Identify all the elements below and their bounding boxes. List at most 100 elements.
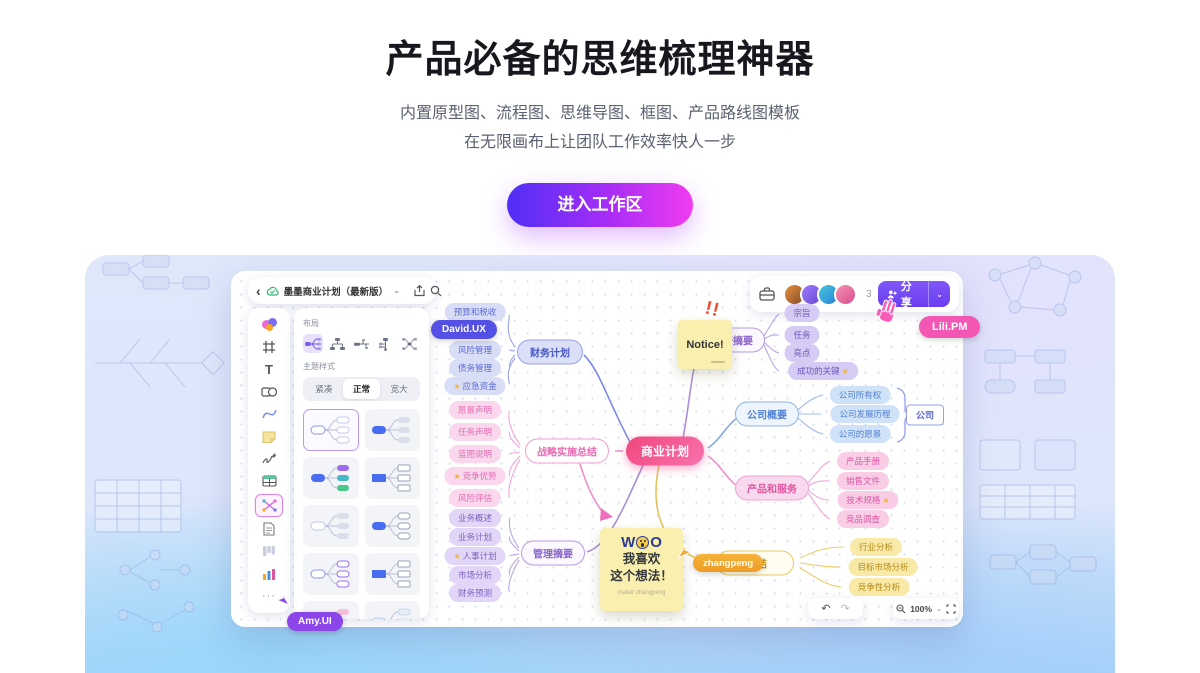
undo-button[interactable]: ↶ bbox=[821, 603, 831, 615]
theme-thumbnail[interactable] bbox=[303, 409, 359, 451]
text-tool[interactable]: T bbox=[265, 362, 273, 378]
theme-section-label: 主题样式 bbox=[303, 362, 335, 371]
mindmap-node[interactable]: 愿景声明 bbox=[448, 401, 502, 419]
layout-timeline-option[interactable] bbox=[351, 334, 371, 353]
avatar[interactable] bbox=[834, 282, 857, 306]
mindmap-node[interactable]: 财务计划 bbox=[517, 339, 583, 365]
mindmap-node[interactable]: 蓝图说明 bbox=[448, 445, 502, 463]
mindmap-node[interactable]: 公司发展历程 bbox=[830, 405, 900, 423]
mindmap-node[interactable]: 公司所有权 bbox=[829, 386, 891, 404]
mindmap-node-label: 公司的愿景 bbox=[838, 429, 882, 439]
collaborator-avatars[interactable] bbox=[783, 282, 857, 306]
hero-showcase: 商业计划财务计划战略实施总结管理摘要执行摘要公司概要产品和服务总结预算和税收风险… bbox=[85, 255, 1115, 673]
mindmap-node[interactable]: 业务概述 bbox=[448, 509, 502, 527]
share-user-icon bbox=[887, 290, 897, 298]
theme-thumbnail[interactable] bbox=[364, 553, 420, 595]
chart-tool[interactable] bbox=[256, 564, 282, 584]
theme-thumbnail[interactable] bbox=[364, 457, 420, 499]
table-tool[interactable] bbox=[256, 471, 282, 491]
hero-header: 产品必备的思维梳理神器 内置原型图、流程图、思维导图、框图、产品路线图模板 在无… bbox=[0, 0, 1200, 227]
mindmap-node[interactable]: 竞争性分析 bbox=[848, 578, 910, 596]
theme-thumbnail[interactable] bbox=[364, 505, 420, 547]
frame-tool[interactable] bbox=[256, 337, 282, 357]
connector-tool[interactable] bbox=[256, 404, 282, 424]
mindmap-node[interactable]: ★竞争优势 bbox=[444, 467, 506, 485]
layout-orgchart-option[interactable] bbox=[327, 334, 347, 353]
search-icon[interactable] bbox=[430, 285, 442, 297]
theme-thumbnail[interactable] bbox=[303, 505, 359, 547]
undo-redo-bar: ↶ ↷ bbox=[808, 598, 863, 619]
layout-options bbox=[303, 334, 420, 353]
mindmap-node-label: 行业分析 bbox=[858, 542, 894, 552]
online-count: 3 bbox=[866, 288, 872, 300]
mindmap-node[interactable]: 目标市场分析 bbox=[848, 558, 918, 576]
sticky-note-tool[interactable] bbox=[256, 427, 282, 447]
shape-tool[interactable] bbox=[256, 382, 282, 402]
more-tools[interactable]: ··· bbox=[262, 590, 276, 602]
layout-network-option[interactable] bbox=[400, 334, 420, 353]
density-tab[interactable]: 正常 bbox=[342, 379, 381, 399]
density-tab[interactable]: 紧凑 bbox=[315, 384, 333, 394]
mindmap-node[interactable]: 财务预测 bbox=[448, 584, 502, 602]
mindmap-node[interactable]: 债务管理 bbox=[448, 359, 502, 377]
theme-thumbnail[interactable] bbox=[303, 457, 359, 499]
document-title[interactable]: 墨墨商业计划（最新版） bbox=[283, 286, 389, 298]
pen-tool[interactable] bbox=[256, 449, 282, 469]
star-icon: ★ bbox=[841, 366, 849, 376]
mindmap-node[interactable]: 公司 bbox=[905, 404, 945, 426]
mindmap-node[interactable]: 战略实施总结 bbox=[525, 438, 609, 464]
mindmap-node[interactable]: 技术规格★ bbox=[837, 491, 899, 509]
mindmap-node[interactable]: 管理摘要 bbox=[521, 540, 585, 566]
share-caret-icon[interactable]: ⌄ bbox=[928, 281, 950, 307]
mindmap-node[interactable]: 销售文件 bbox=[836, 472, 890, 490]
mindmap-node[interactable]: 产品和服务 bbox=[735, 475, 809, 501]
back-button[interactable]: ‹ bbox=[256, 282, 261, 299]
toolbox-icon[interactable] bbox=[759, 287, 775, 301]
title-caret-icon[interactable]: ⌄ bbox=[393, 286, 400, 295]
woo-sticky-note[interactable]: W O 我喜欢 这个想法！ maker zhangpeng bbox=[600, 528, 683, 611]
fit-screen-icon[interactable] bbox=[946, 603, 956, 614]
theme-thumbnail[interactable] bbox=[364, 601, 420, 619]
mindmap-node[interactable]: 预算和税收 bbox=[444, 303, 506, 321]
mindmap-node-label: 技术规格 bbox=[846, 495, 881, 505]
notice-sticky-note[interactable]: Notice! bbox=[678, 320, 732, 369]
density-tab[interactable]: 宽大 bbox=[390, 384, 408, 394]
zoom-level[interactable]: 100% bbox=[910, 603, 932, 614]
redo-button[interactable]: ↷ bbox=[840, 603, 850, 615]
mindmap-node[interactable]: 任务 bbox=[784, 326, 820, 344]
mindmap-node[interactable]: 任务声明 bbox=[448, 423, 502, 441]
theme-thumbnail[interactable] bbox=[303, 553, 359, 595]
mindmap-node[interactable]: 商业计划 bbox=[625, 436, 705, 466]
mindmap-node-label: 竞争性分析 bbox=[857, 582, 901, 592]
export-icon[interactable] bbox=[414, 284, 425, 297]
mindmap-node[interactable]: 竞品调查 bbox=[836, 510, 890, 528]
zoom-bar: 100% ⌄ bbox=[893, 598, 959, 619]
document-tool[interactable] bbox=[256, 519, 282, 539]
mindmap-settings-panel: 布局 主题样式 紧凑正常宽大 bbox=[294, 308, 429, 619]
mindmap-node[interactable]: 业务计划 bbox=[448, 528, 502, 546]
mindmap-node[interactable]: 市场分析 bbox=[448, 566, 502, 584]
mindmap-node[interactable]: 成功的关键★ bbox=[788, 362, 858, 380]
mindmap-node[interactable]: 公司的愿景 bbox=[829, 425, 891, 443]
mindmap-node[interactable]: 公司概要 bbox=[735, 401, 799, 427]
mindmap-node[interactable]: 风险管理 bbox=[448, 341, 502, 359]
layout-mindmap-option[interactable] bbox=[303, 334, 324, 353]
mindmap-node[interactable]: 亮点 bbox=[784, 344, 820, 362]
mindmap-node[interactable]: ★人事计划 bbox=[444, 547, 506, 565]
layout-tree-option[interactable] bbox=[376, 334, 396, 353]
mindmap-node-label: 宗旨 bbox=[793, 308, 811, 318]
theme-thumbnail[interactable] bbox=[364, 409, 420, 451]
kanban-tool[interactable] bbox=[256, 541, 282, 561]
assets-tool[interactable] bbox=[256, 315, 282, 335]
mindmap-node[interactable]: ★应急资金 bbox=[444, 377, 506, 395]
zoom-caret-icon[interactable]: ⌄ bbox=[935, 605, 942, 613]
notice-text: Notice! bbox=[686, 338, 724, 351]
zoom-out-icon[interactable] bbox=[896, 603, 906, 614]
mindmap-node[interactable]: 行业分析 bbox=[849, 538, 903, 556]
collaboration-bar: 3 分享 ⌄ bbox=[750, 276, 959, 312]
mindmap-node[interactable]: 产品手册 bbox=[836, 452, 890, 470]
mindmap-node[interactable]: 宗旨 bbox=[784, 304, 820, 322]
enter-workspace-button[interactable]: 进入工作区 bbox=[507, 183, 693, 227]
mindmap-node[interactable]: 风险评估 bbox=[448, 489, 502, 507]
mindmap-tool-selected[interactable] bbox=[255, 493, 283, 517]
